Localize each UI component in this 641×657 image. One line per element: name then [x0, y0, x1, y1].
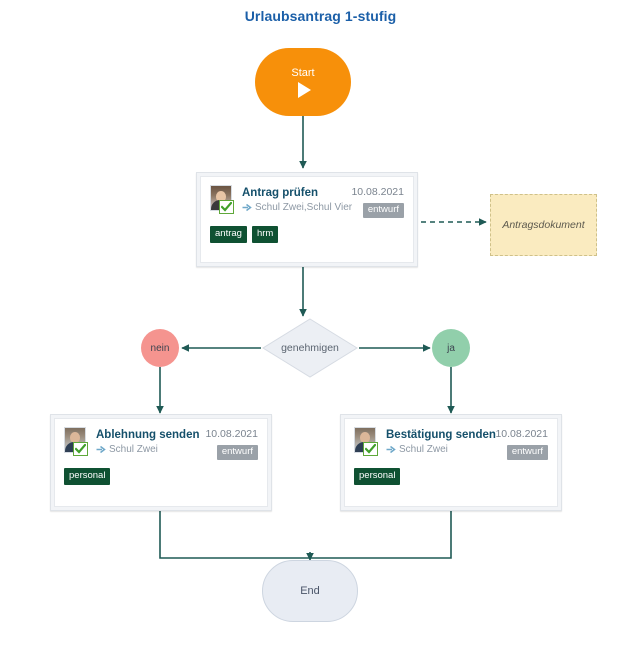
- branch-ja-label: ja: [447, 342, 455, 354]
- tag-row: personal: [64, 468, 258, 485]
- gateway-label: genehmigen: [281, 342, 339, 354]
- task-titles: Bestätigung senden Schul Zwei: [386, 427, 496, 456]
- edge-bestaetigung-to-end: [310, 511, 452, 559]
- avatar-face: [360, 432, 370, 443]
- diamond-icon: [262, 318, 358, 378]
- task-titles: Ablehnung senden Schul Zwei: [96, 427, 205, 456]
- gateway-genehmigen[interactable]: genehmigen: [262, 318, 358, 378]
- data-object-antragsdokument[interactable]: Antragsdokument: [490, 194, 597, 256]
- task-assignee: Schul Zwei: [96, 443, 205, 456]
- task-header: Antrag prüfen Schul Zwei,Schul Vier 10.0…: [210, 185, 404, 218]
- page-title: Urlaubsantrag 1-stufig: [244, 8, 397, 24]
- play-icon: [298, 81, 311, 98]
- check-icon: [363, 442, 378, 456]
- task-card-bestaetigung-senden[interactable]: Bestätigung senden Schul Zwei 10.08.2021…: [340, 414, 562, 511]
- task-meta: 10.08.2021 entwurf: [351, 185, 404, 218]
- branch-circle-nein[interactable]: nein: [141, 329, 179, 367]
- task-date: 10.08.2021: [351, 186, 404, 198]
- data-object-label: Antragsdokument: [502, 219, 585, 231]
- end-event[interactable]: End: [262, 560, 358, 622]
- task-date: 10.08.2021: [205, 428, 258, 440]
- task-titles: Antrag prüfen Schul Zwei,Schul Vier: [242, 185, 353, 214]
- task-assignee: Schul Zwei,Schul Vier: [242, 201, 353, 214]
- avatar-face: [216, 191, 226, 202]
- tag[interactable]: antrag: [210, 226, 247, 243]
- tag-row: antrag hrm: [210, 226, 404, 243]
- start-event-label: Start: [291, 66, 315, 79]
- task-inner: Bestätigung senden Schul Zwei 10.08.2021…: [344, 418, 558, 507]
- task-assignee-text: Schul Zwei,Schul Vier: [255, 202, 353, 213]
- avatar: [64, 427, 90, 457]
- tag[interactable]: hrm: [251, 226, 279, 243]
- task-assignee: Schul Zwei: [386, 443, 495, 456]
- task-meta: 10.08.2021 entwurf: [205, 427, 258, 460]
- task-card-ablehnung-senden[interactable]: Ablehnung senden Schul Zwei 10.08.2021 e…: [50, 414, 272, 511]
- avatar-face: [70, 432, 80, 443]
- task-date: 10.08.2021: [495, 428, 548, 440]
- avatar: [210, 185, 236, 215]
- end-event-label: End: [300, 585, 320, 597]
- task-card-antrag-pruefen[interactable]: Antrag prüfen Schul Zwei,Schul Vier 10.0…: [196, 172, 418, 267]
- status-badge: entwurf: [506, 445, 548, 460]
- task-header: Bestätigung senden Schul Zwei 10.08.2021…: [354, 427, 548, 460]
- tag[interactable]: personal: [354, 468, 401, 485]
- assignee-arrow-icon: [96, 445, 106, 454]
- status-badge: entwurf: [362, 203, 404, 218]
- task-name: Bestätigung senden: [386, 429, 496, 441]
- task-inner: Ablehnung senden Schul Zwei 10.08.2021 e…: [54, 418, 268, 507]
- check-icon: [219, 200, 234, 214]
- task-name: Ablehnung senden: [96, 429, 200, 441]
- status-badge: entwurf: [216, 445, 258, 460]
- task-assignee-text: Schul Zwei: [109, 444, 158, 455]
- tag-row: personal: [354, 468, 548, 485]
- avatar: [354, 427, 380, 457]
- edge-ablehnung-to-end: [159, 511, 310, 559]
- assignee-arrow-icon: [242, 203, 252, 212]
- start-event[interactable]: Start: [255, 48, 351, 116]
- task-inner: Antrag prüfen Schul Zwei,Schul Vier 10.0…: [200, 176, 414, 263]
- task-name: Antrag prüfen: [242, 187, 319, 199]
- check-icon: [73, 442, 88, 456]
- task-assignee-text: Schul Zwei: [399, 444, 448, 455]
- assignee-arrow-icon: [386, 445, 396, 454]
- task-meta: 10.08.2021 entwurf: [495, 427, 548, 460]
- branch-circle-ja[interactable]: ja: [432, 329, 470, 367]
- branch-nein-label: nein: [150, 342, 170, 354]
- task-header: Ablehnung senden Schul Zwei 10.08.2021 e…: [64, 427, 258, 460]
- tag[interactable]: personal: [64, 468, 111, 485]
